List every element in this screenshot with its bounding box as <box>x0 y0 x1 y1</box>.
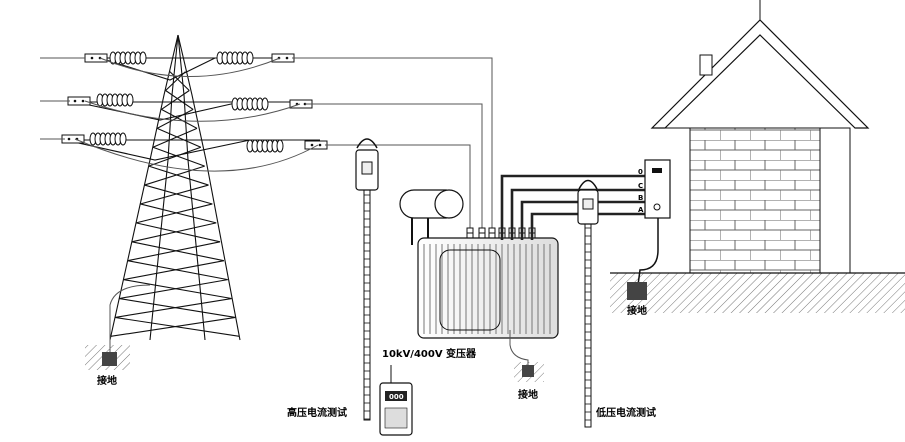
tower-brace <box>127 260 228 281</box>
tower-brace <box>156 108 194 129</box>
tower-brace <box>123 279 232 300</box>
meter-readout: 000 <box>389 393 404 401</box>
tower-brace <box>135 203 213 224</box>
tower-brace <box>156 127 202 148</box>
clamp-bolt <box>310 143 314 147</box>
transformer-ground-label: 接地 <box>518 388 538 401</box>
lv-test-pole: 低压电流测试 <box>577 179 656 428</box>
clamp-bolt <box>90 56 94 60</box>
insulator-disc <box>261 97 269 111</box>
insulator-disc <box>119 132 127 146</box>
tower-brace <box>131 222 217 243</box>
tower-brace <box>114 316 240 337</box>
tower-brace <box>119 279 228 300</box>
hv-test-pole: 高压电流测试 <box>287 138 379 421</box>
insulator-disc <box>276 139 284 153</box>
house-ground-label: 接地 <box>627 304 647 317</box>
tower-brace <box>144 184 213 205</box>
transformer-label: 10kV/400V 变压器 <box>382 347 477 360</box>
tower-brace <box>131 241 224 262</box>
insulator-disc <box>246 51 254 65</box>
line-clamp <box>271 53 295 63</box>
line-clamp <box>84 53 108 63</box>
tower-ground: 接地 <box>85 284 151 387</box>
clamp-bolt <box>285 56 289 60</box>
tower-brace <box>110 316 236 337</box>
conductor-lines <box>40 57 493 232</box>
clamp-bolt <box>73 99 77 103</box>
tower-brace <box>161 90 190 110</box>
phase-label-a: A <box>638 206 644 214</box>
tower-brace <box>161 108 198 129</box>
house: 接地 <box>610 0 905 317</box>
clamp-bolt <box>67 137 71 141</box>
tower-brace <box>123 260 224 281</box>
tower-brace <box>135 222 221 243</box>
tower-brace <box>114 297 232 318</box>
phase-label-c: C <box>638 182 643 190</box>
line-clamp <box>67 96 91 106</box>
phase-label-b: B <box>638 194 643 202</box>
insulator-disc <box>139 51 147 65</box>
tower-brace <box>148 146 202 167</box>
tower-brace <box>169 71 190 91</box>
handheld-meter: 000 <box>379 365 413 436</box>
hv-test-label: 高压电流测试 <box>287 406 347 419</box>
tower-brace <box>165 71 186 91</box>
phase-label-0: 0 <box>638 168 643 176</box>
transformer: 10kV/400V 变压器 接地 <box>382 189 559 401</box>
insulator-disc <box>126 93 134 107</box>
tower-brace <box>119 297 236 318</box>
clamp-bolt <box>81 99 85 103</box>
tower-brace <box>127 241 221 262</box>
tower-brace <box>144 165 205 186</box>
tower-brace <box>148 165 209 186</box>
clamp-bolt <box>318 143 322 147</box>
tower-brace <box>140 203 217 224</box>
transmission-tower <box>64 34 320 341</box>
tower-brace <box>152 146 205 167</box>
lv-test-label: 低压电流测试 <box>595 406 656 419</box>
low-voltage-lines: 0 C B A <box>500 168 645 240</box>
tower-ground-label: 接地 <box>97 374 117 387</box>
tower-brace <box>165 90 194 110</box>
tower-brace <box>140 184 209 205</box>
line-clamp <box>304 140 328 150</box>
tower-brace <box>152 127 198 148</box>
